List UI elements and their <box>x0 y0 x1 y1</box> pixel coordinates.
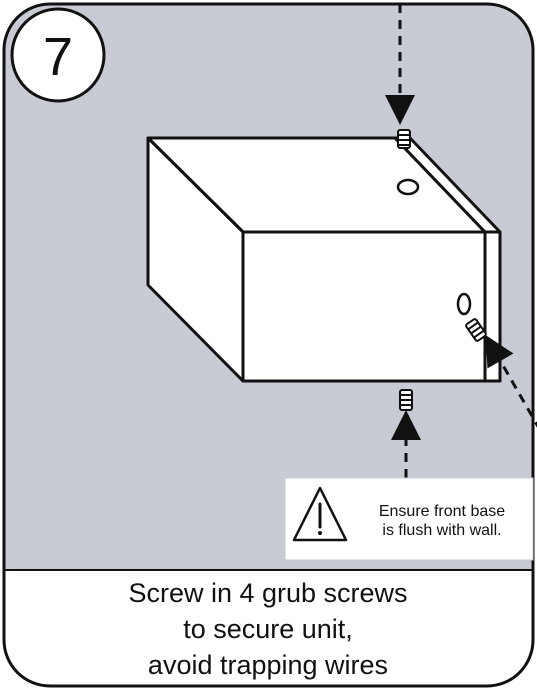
caution-line-1: Ensure front base <box>379 503 505 520</box>
unit-front-face <box>241 230 487 383</box>
instruction-caption: Screw in 4 grub screws to secure unit, a… <box>128 578 407 680</box>
caution-line-2: is flush with wall. <box>382 522 501 539</box>
caption-line-1: Screw in 4 grub screws <box>128 578 407 608</box>
grub-screw-top <box>397 129 411 149</box>
grub-screw-bottom <box>399 389 413 411</box>
unit-box <box>146 136 502 383</box>
grub-screw-side <box>465 318 487 342</box>
screw-direction-arrows <box>385 4 537 478</box>
top-hole <box>396 178 420 196</box>
warning-triangle-icon <box>292 486 348 542</box>
caution-note: Ensure front base is flush with wall. <box>284 477 534 561</box>
caption-line-3: avoid trapping wires <box>148 650 388 680</box>
step-number: 7 <box>43 27 73 87</box>
front-hole <box>456 292 472 316</box>
caption-area <box>4 570 533 686</box>
step-number-badge: 7 <box>10 7 106 103</box>
caption-line-2: to secure unit, <box>183 614 353 644</box>
